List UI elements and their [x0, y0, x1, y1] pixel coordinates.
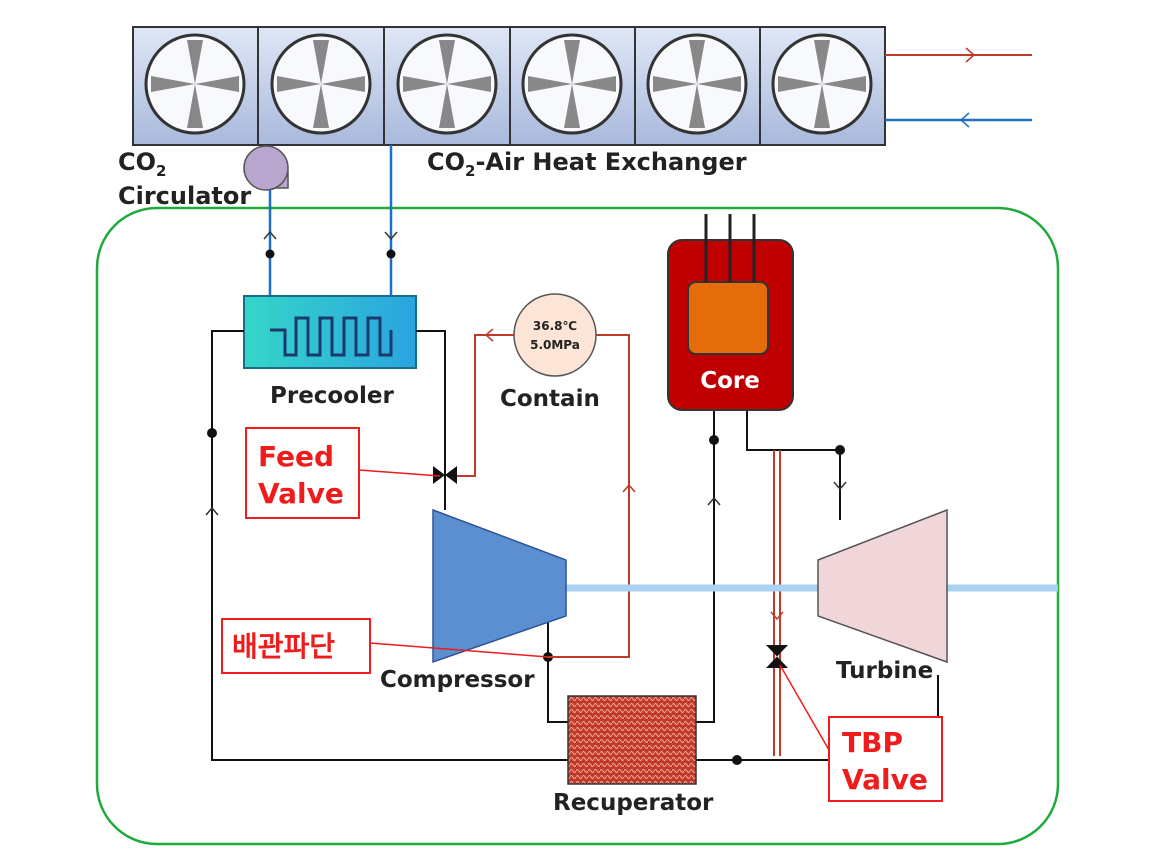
compressor	[432, 508, 567, 664]
containment-vessel	[513, 293, 597, 377]
pipe-break-label: 배관파단	[232, 630, 335, 663]
air-heat-exchanger	[132, 26, 886, 146]
contain-temperature: 36.8℃	[533, 319, 577, 333]
co2-circulator-label-2: Circulator	[118, 182, 251, 210]
fan-icon	[396, 33, 498, 135]
recuperator	[567, 695, 697, 785]
fan-icon	[521, 33, 623, 135]
recuperator-label: Recuperator	[553, 790, 714, 816]
feed-valve-label: Feed	[258, 440, 334, 473]
contain-pressure: 5.0MPa	[530, 338, 580, 352]
feed-valve-label-2: Valve	[258, 477, 344, 510]
tbp-valve-callout	[828, 716, 943, 802]
tbp-valve-label-2: Valve	[842, 763, 928, 796]
tbp-valve-icon	[766, 645, 788, 668]
heat-exchanger-label: CO2-Air Heat Exchanger	[427, 148, 747, 180]
air-side-lines	[885, 47, 1032, 128]
fan-icon	[771, 33, 873, 135]
circulator-pump-icon	[243, 145, 289, 191]
pipe-break-callout	[221, 618, 371, 674]
feed-valve-callout	[245, 427, 360, 519]
feed-valve-icon	[433, 466, 457, 484]
turbine	[817, 508, 948, 664]
fan-icon	[270, 33, 372, 135]
containment-boundary	[95, 206, 1060, 846]
reactor-core	[667, 214, 794, 411]
fan-icon	[646, 33, 748, 135]
fan-icon	[144, 33, 246, 135]
precooler-label: Precooler	[270, 383, 395, 409]
co2-circulator-label: CO2	[118, 148, 166, 180]
hot-lines	[452, 334, 781, 756]
contain-label: Contain	[500, 386, 600, 412]
turbine-label: Turbine	[836, 658, 933, 684]
core-label: Core	[700, 368, 760, 394]
compressor-label: Compressor	[380, 667, 535, 693]
tbp-valve-label: TBP	[842, 726, 903, 759]
precooler	[243, 295, 417, 369]
